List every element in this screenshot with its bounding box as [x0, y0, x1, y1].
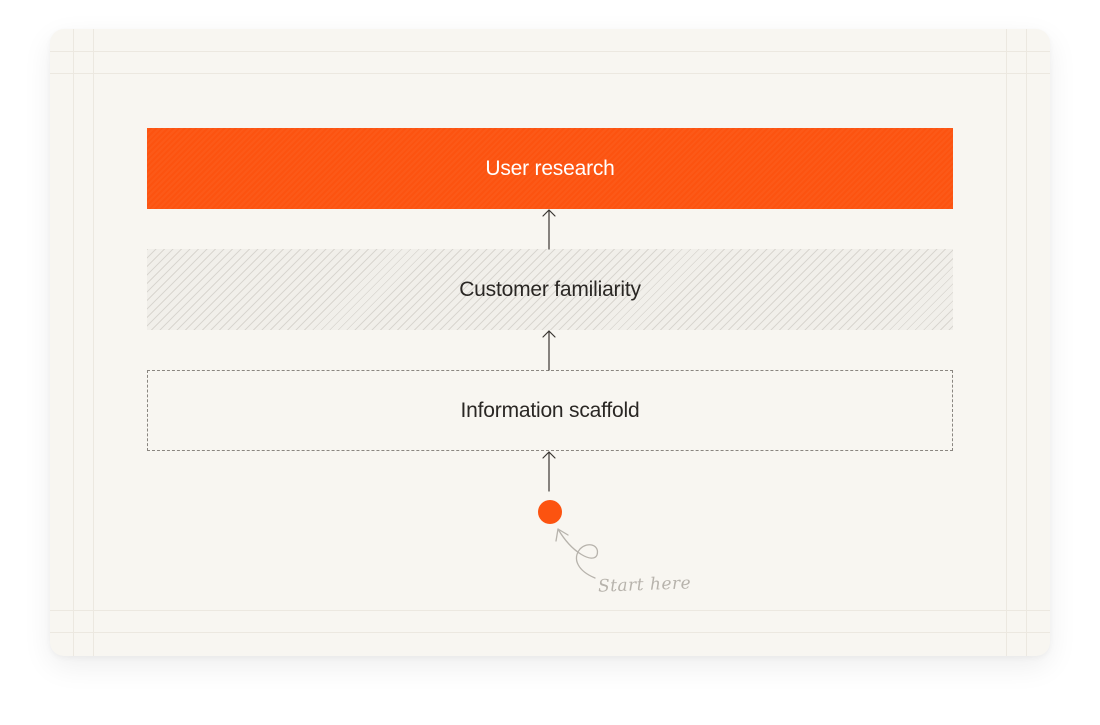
up-arrow-icon: [542, 330, 556, 371]
layer-information-scaffold: Information scaffold: [147, 370, 953, 451]
up-arrow-icon: [542, 451, 556, 492]
layer-user-research: User research: [147, 128, 953, 209]
layer-information-scaffold-label: Information scaffold: [460, 398, 640, 422]
guide-line: [50, 51, 1050, 52]
diagram-connectors: [538, 209, 599, 579]
start-here-annotation: Start here: [597, 573, 692, 597]
start-dot-icon: [538, 500, 562, 524]
guide-line: [50, 632, 1050, 633]
layer-customer-familiarity: Customer familiarity: [147, 249, 953, 330]
guide-line: [93, 29, 94, 656]
guide-line: [1026, 29, 1027, 656]
guide-line: [1006, 29, 1007, 656]
layer-user-research-label: User research: [485, 156, 615, 180]
guide-line: [73, 29, 74, 656]
up-arrow-icon: [542, 209, 556, 250]
guide-line: [50, 610, 1050, 611]
diagram-card: User research Customer familiarity Infor…: [50, 29, 1050, 656]
layer-customer-familiarity-label: Customer familiarity: [459, 277, 641, 301]
curly-arrow-icon: [555, 528, 599, 579]
guide-line: [50, 73, 1050, 74]
